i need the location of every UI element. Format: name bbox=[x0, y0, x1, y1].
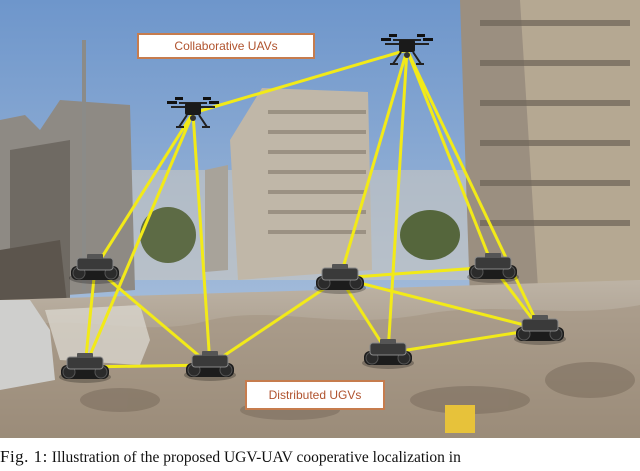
figure-image bbox=[0, 0, 640, 438]
uav-label: Collaborative UAVs bbox=[137, 33, 315, 59]
ugv-label: Distributed UGVs bbox=[245, 380, 385, 410]
caption-prefix: Fig. 1: bbox=[0, 447, 48, 466]
figure-caption: Fig. 1: Illustration of the proposed UGV… bbox=[0, 447, 640, 471]
caption-text: Illustration of the proposed UGV-UAV coo… bbox=[52, 449, 461, 466]
